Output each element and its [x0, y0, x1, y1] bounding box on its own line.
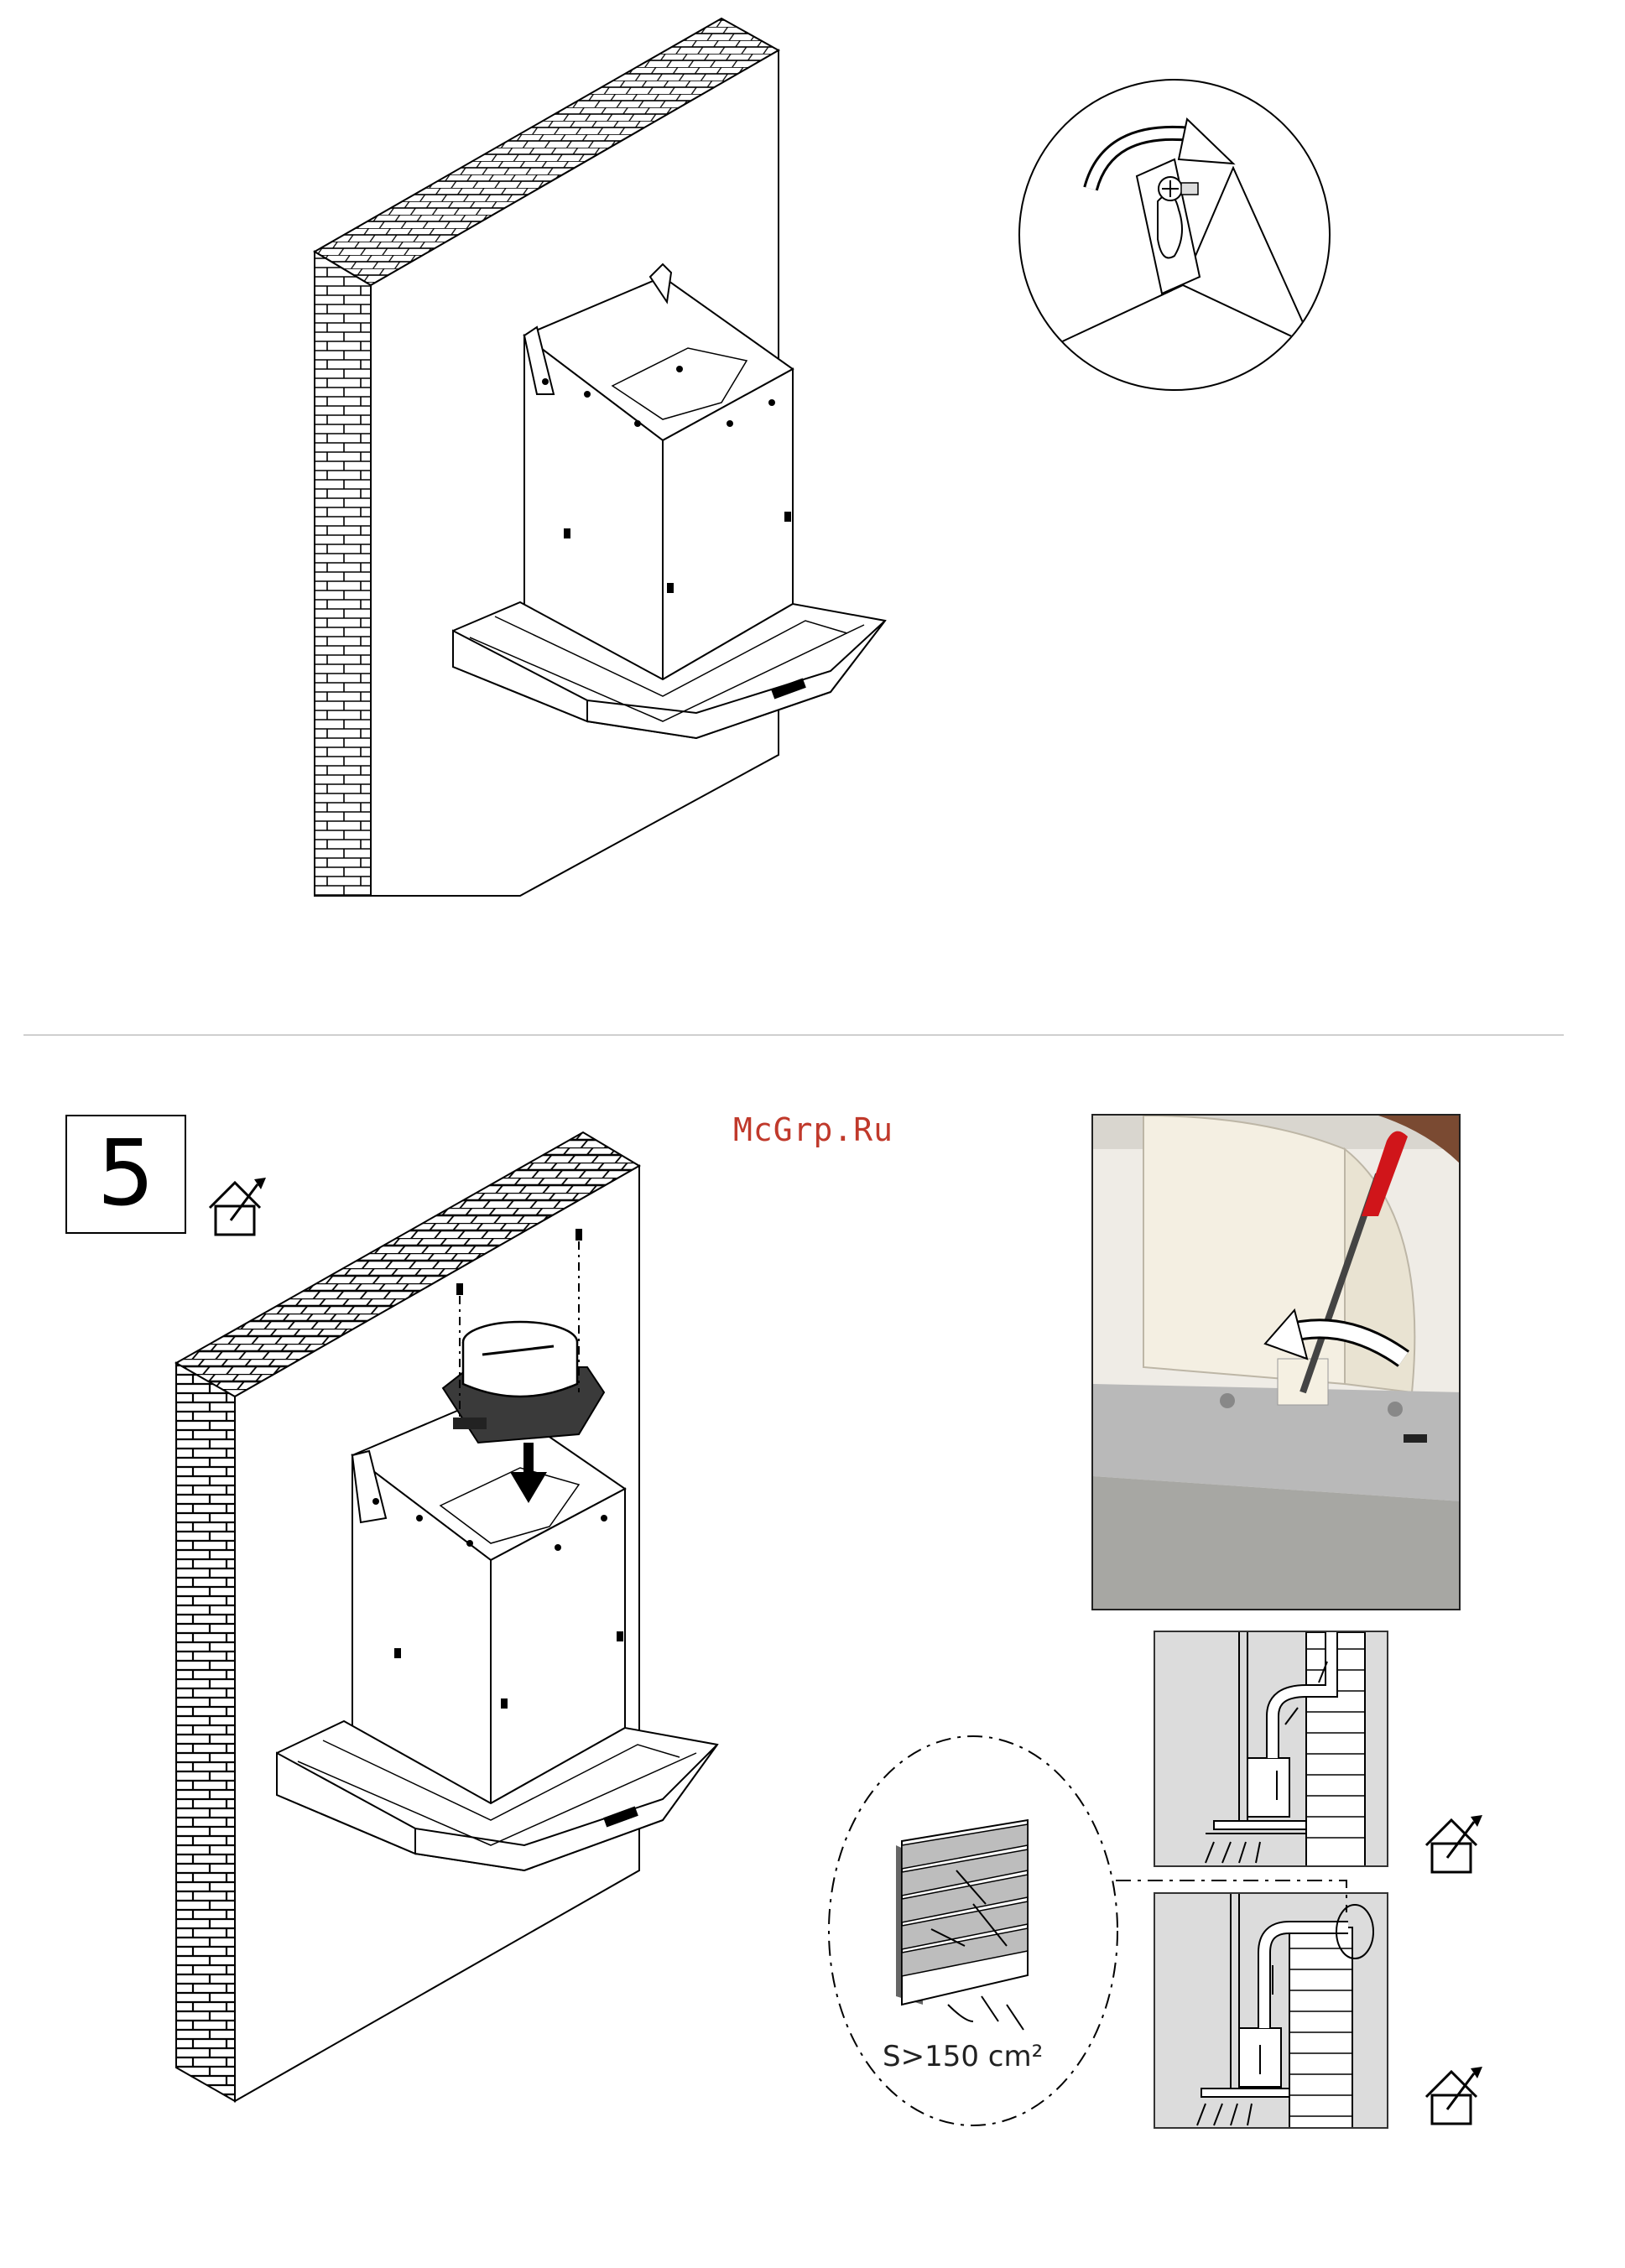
vent-diagram-bottom [1154, 1892, 1388, 2129]
vent-diagram-top [1154, 1631, 1388, 1867]
screwdriver-photo [1091, 1114, 1461, 1610]
grille-area-label: S>150 cm² [883, 2040, 1043, 2073]
photo-drawing [1093, 1116, 1461, 1610]
